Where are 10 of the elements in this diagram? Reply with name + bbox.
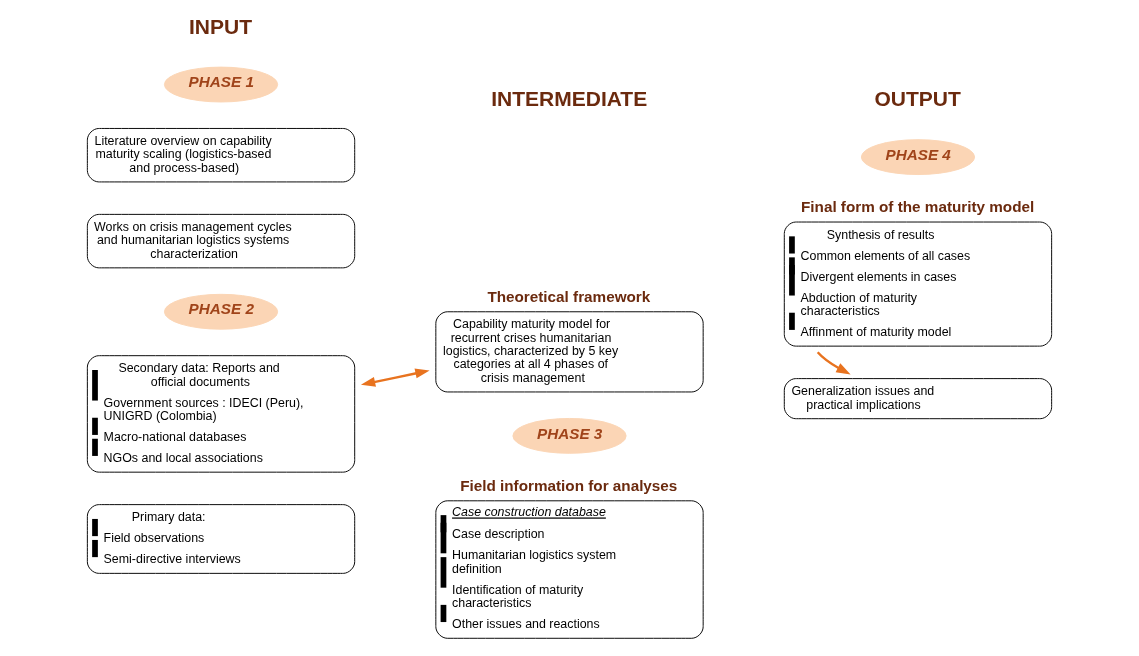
label: INTERMEDIATE [491, 87, 648, 111]
label: PHASE 4 [885, 145, 951, 163]
node-label: Field information for analyses [460, 477, 678, 495]
node-label: Theoretical framework [487, 288, 651, 306]
label: INPUT [189, 14, 253, 38]
label: OUTPUT [874, 87, 961, 111]
label: PHASE 1 [188, 73, 254, 91]
label: PHASE 2 [188, 300, 254, 318]
node-label: Final form of the maturity model [801, 198, 1035, 216]
label: PHASE 3 [537, 424, 603, 442]
